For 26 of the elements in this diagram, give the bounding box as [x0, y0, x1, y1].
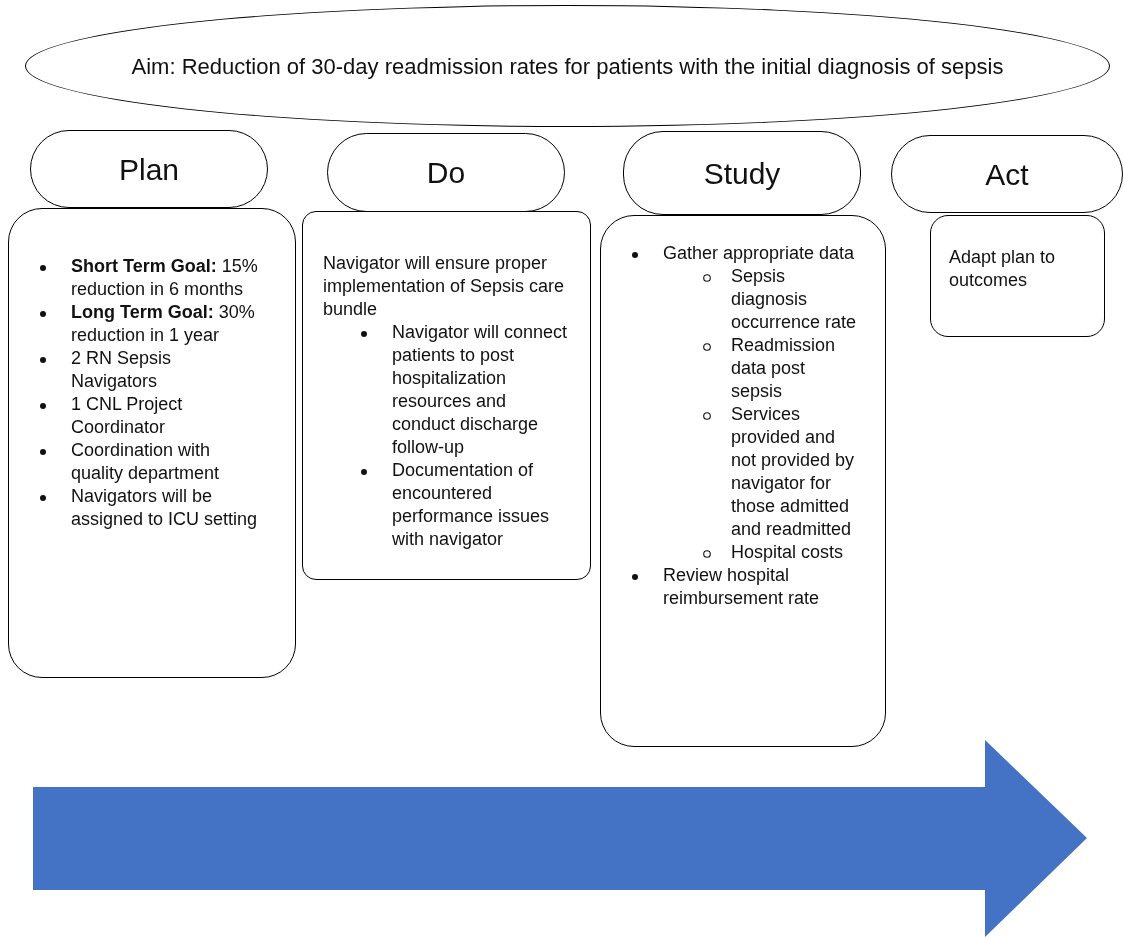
list-item: Navigators will be assigned to ICU setting: [71, 485, 259, 531]
phase-title: Plan: [117, 151, 180, 188]
list-item: Adapt plan to outcomes: [949, 246, 1057, 292]
list-item: Readmission data post sepsis: [731, 334, 837, 403]
list-item: Hospital costs: [731, 541, 845, 564]
phase-title: Act: [984, 156, 1030, 193]
list-item: Navigator will ensure proper implementation of Sepsis care bundle: [323, 252, 566, 321]
phase-header: [891, 135, 1123, 213]
list-item: Review hospital reimbursement rate: [663, 564, 821, 610]
list-item: 1 CNL Project Coordinator: [71, 393, 184, 439]
phase-box: [302, 211, 591, 580]
list-item: Short Term Goal: 15% reduction in 6 months: [71, 255, 259, 301]
list-item: Navigator will connect patients to post hospitalization resources and conduct discharge follow-up: [392, 321, 568, 459]
list-item: Services provided and not provided by navigator for those admitted and readmitted: [731, 403, 856, 541]
list-item: Long Term Goal: 30% reduction in 1 year: [71, 301, 256, 347]
aim-text: Aim: Reduction of 30-day readmission rates for patients with the initial diagnosis of sepsis: [130, 52, 1005, 81]
list-item: Coordination with quality department: [71, 439, 221, 485]
phase-title: Do: [425, 155, 467, 191]
list-item: Sepsis diagnosis occurrence rate: [731, 265, 858, 334]
list-item: 2 RN Sepsis Navigators: [71, 347, 173, 393]
list-item: Documentation of encountered performance issues with navigator: [392, 459, 551, 551]
phase-box: [930, 215, 1105, 337]
phase-box: [600, 215, 886, 747]
list-item: Gather appropriate data: [663, 242, 856, 265]
phase-title: Study: [702, 155, 782, 192]
phase-box: [8, 208, 296, 678]
